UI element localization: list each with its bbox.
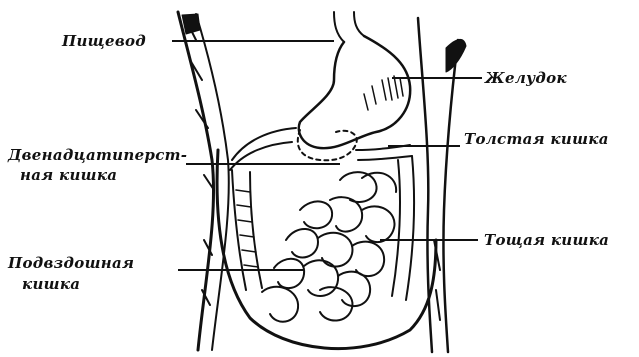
label-duodenum-line2: ная кишка bbox=[20, 166, 117, 184]
label-stomach: Желудок bbox=[485, 69, 567, 87]
label-jejunum: Тощая кишка bbox=[484, 231, 609, 249]
label-esophagus: Пищевод bbox=[62, 32, 146, 50]
label-duodenum-line1: Двенадцатиперст- bbox=[8, 146, 187, 164]
label-ileum-line2: кишка bbox=[22, 275, 80, 293]
label-colon: Толстая кишка bbox=[464, 130, 609, 148]
label-ileum-line1: Подвздошная bbox=[8, 254, 134, 272]
